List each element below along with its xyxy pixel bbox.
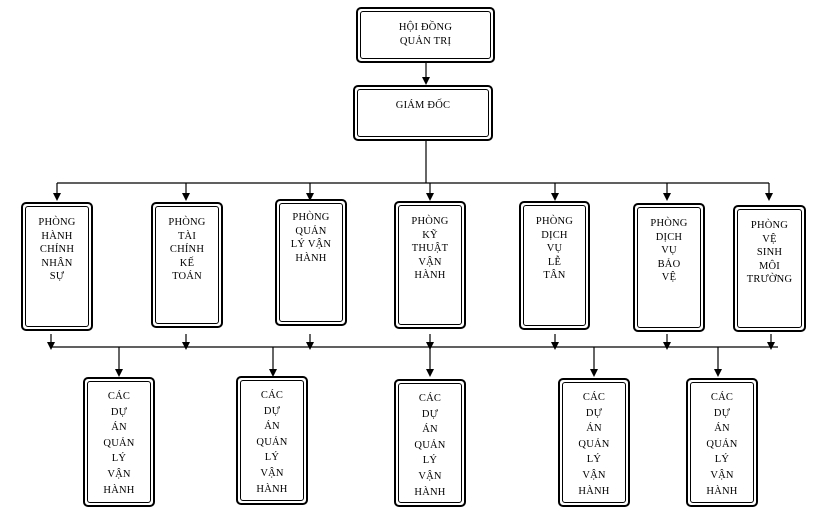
project-label: CÁC DỰ ÁN QUẢN LÝ VẬN HÀNH — [706, 392, 738, 497]
project-box: CÁC DỰ ÁN QUẢN LÝ VẬN HÀNH — [236, 376, 308, 505]
arrowhead-down-icon — [767, 342, 775, 350]
dept-label: PHÒNG KỸ THUẬT VẬN HÀNH — [411, 216, 449, 282]
arrowhead-down-icon — [306, 193, 314, 201]
dept-label: PHÒNG TÀI CHÍNH KẾ TOÁN — [168, 217, 206, 283]
dept-label: PHÒNG HÀNH CHÍNH NHÂN SỰ — [38, 217, 76, 283]
dept-operations-box: PHÒNG QUẢN LÝ VẬN HÀNH — [275, 199, 347, 326]
arrowhead-down-icon — [53, 193, 61, 201]
arrowhead-down-icon — [714, 369, 722, 377]
dept-security-box: PHÒNG DỊCH VỤ BẢO VỆ — [633, 203, 705, 332]
arrowhead-down-icon — [182, 193, 190, 201]
project-box: CÁC DỰ ÁN QUẢN LÝ VẬN HÀNH — [686, 378, 758, 507]
dept-hr-admin-box: PHÒNG HÀNH CHÍNH NHÂN SỰ — [21, 202, 93, 331]
project-label: CÁC DỰ ÁN QUẢN LÝ VẬN HÀNH — [414, 393, 446, 498]
arrowhead-down-icon — [663, 193, 671, 201]
arrowhead-down-icon — [182, 342, 190, 350]
arrowhead-down-icon — [426, 369, 434, 377]
project-box: CÁC DỰ ÁN QUẢN LÝ VẬN HÀNH — [558, 378, 630, 507]
dept-label: PHÒNG VỆ SINH MÔI TRƯỜNG — [746, 220, 793, 286]
dept-technical-box: PHÒNG KỸ THUẬT VẬN HÀNH — [394, 201, 466, 329]
dept-label: PHÒNG QUẢN LÝ VẬN HÀNH — [290, 212, 332, 264]
project-box: CÁC DỰ ÁN QUẢN LÝ VẬN HÀNH — [394, 379, 466, 507]
project-label: CÁC DỰ ÁN QUẢN LÝ VẬN HÀNH — [103, 391, 135, 496]
dept-finance-box: PHÒNG TÀI CHÍNH KẾ TOÁN — [151, 202, 223, 328]
director-box: GIÁM ĐỐC — [353, 85, 493, 141]
dept-label: PHÒNG DỊCH VỤ BẢO VỆ — [650, 218, 688, 284]
dept-sanitation-box: PHÒNG VỆ SINH MÔI TRƯỜNG — [733, 205, 806, 332]
arrowhead-down-icon — [426, 193, 434, 201]
arrowhead-down-icon — [551, 193, 559, 201]
project-label: CÁC DỰ ÁN QUẢN LÝ VẬN HÀNH — [256, 390, 288, 495]
arrowhead-down-icon — [422, 77, 430, 85]
arrowhead-down-icon — [426, 342, 434, 350]
arrowhead-down-icon — [269, 369, 277, 377]
arrowhead-down-icon — [663, 342, 671, 350]
director-label: GIÁM ĐỐC — [395, 100, 451, 112]
board-box: HỘI ĐỒNG QUẢN TRỊ — [356, 7, 495, 63]
arrowhead-down-icon — [590, 369, 598, 377]
dept-reception-box: PHÒNG DỊCH VỤ LỄ TÂN — [519, 201, 590, 330]
arrowhead-down-icon — [47, 342, 55, 350]
arrowhead-down-icon — [765, 193, 773, 201]
arrowhead-down-icon — [306, 342, 314, 350]
project-box: CÁC DỰ ÁN QUẢN LÝ VẬN HÀNH — [83, 377, 155, 507]
arrowhead-down-icon — [115, 369, 123, 377]
arrowhead-down-icon — [551, 342, 559, 350]
dept-label: PHÒNG DỊCH VỤ LỄ TÂN — [535, 216, 574, 282]
project-label: CÁC DỰ ÁN QUẢN LÝ VẬN HÀNH — [578, 392, 610, 497]
board-label: HỘI ĐỒNG QUẢN TRỊ — [398, 22, 453, 47]
